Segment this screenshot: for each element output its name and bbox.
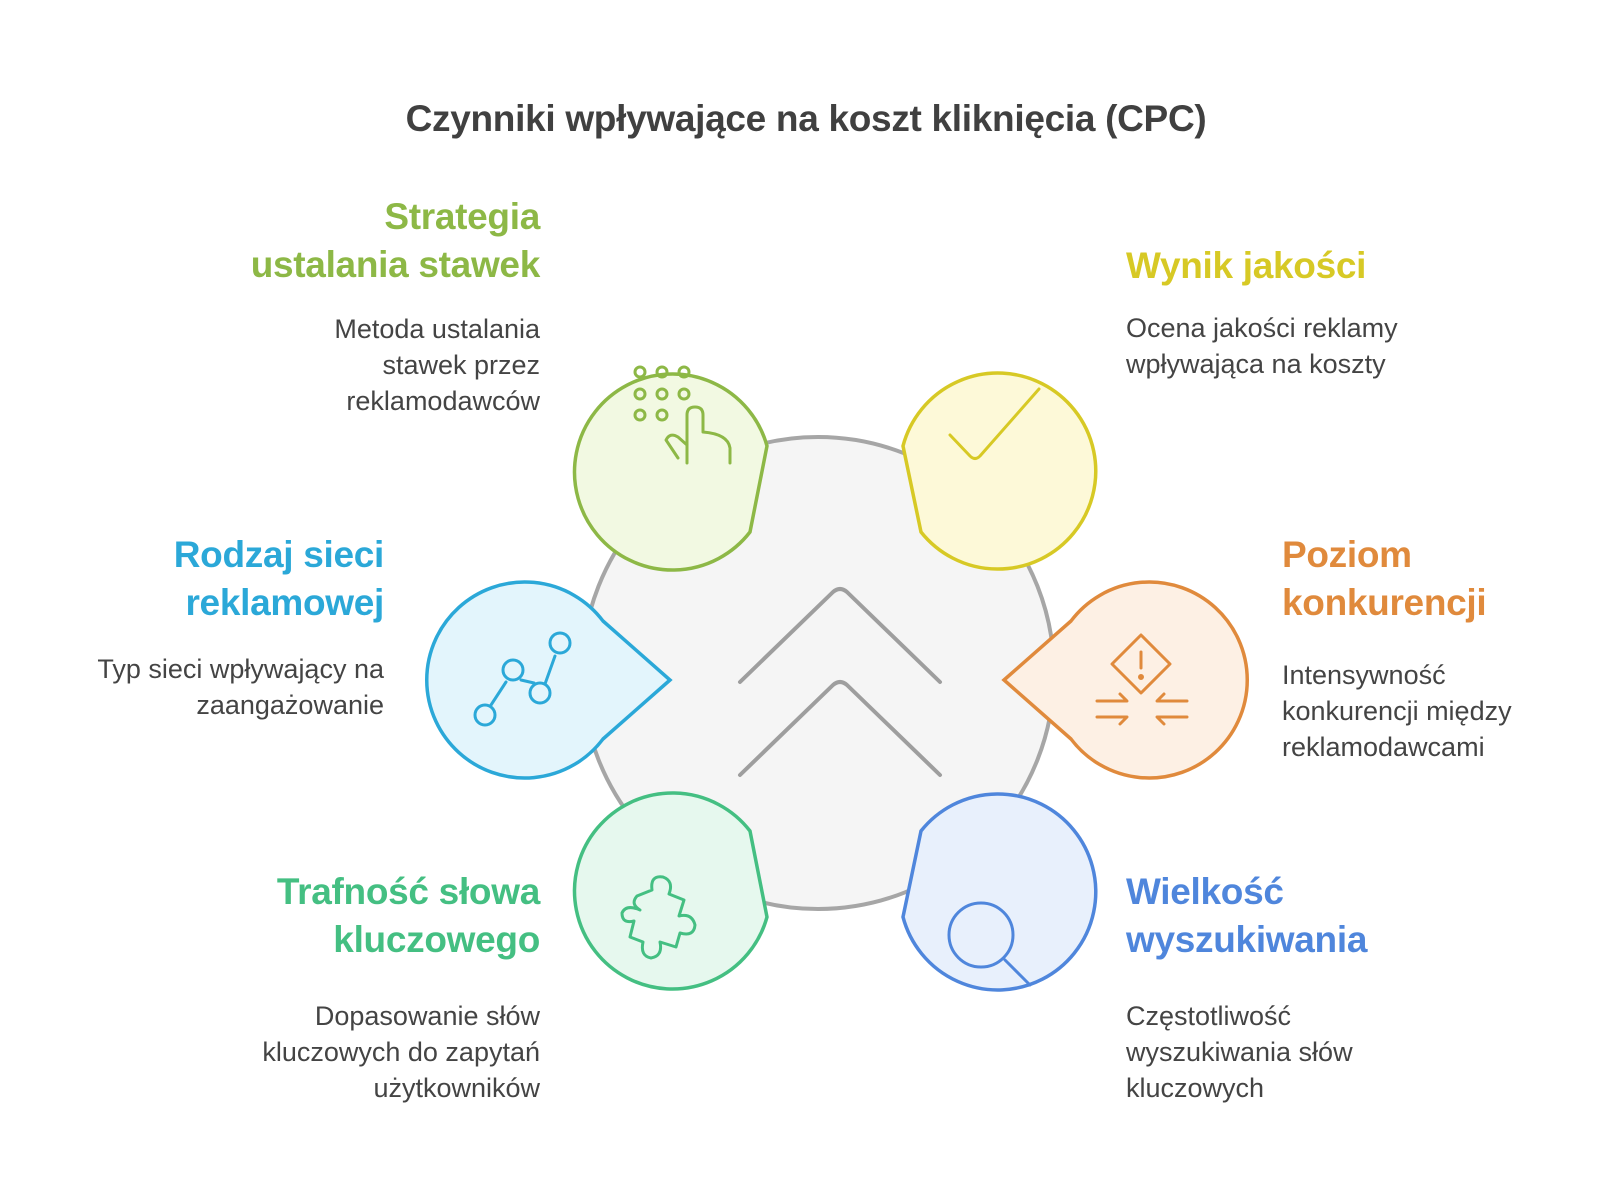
double-chevron-up-icon (738, 587, 942, 777)
factor-node-competition (1001, 580, 1249, 780)
description-line: kluczowych do zapytań (262, 1037, 540, 1067)
heading-line: Wynik jakości (1126, 245, 1367, 286)
drop-shape (901, 371, 1098, 571)
factor-heading: Trafność słowa kluczowego (70, 868, 540, 964)
warning-collision-icon (1095, 633, 1189, 726)
description-line: kluczowych (1126, 1073, 1265, 1103)
description-line: użytkowników (373, 1073, 540, 1103)
factor-text-bidding-strategy: Strategia ustalania stawek Metoda ustala… (70, 193, 541, 419)
heading-line: Poziom (1282, 534, 1412, 575)
factor-text-ad-network: Rodzaj sieci reklamowej Typ sieci wpływa… (0, 531, 384, 723)
factor-text-competition: Poziom konkurencji Intensywność konkuren… (1282, 531, 1602, 765)
description-line: wyszukiwania słów (1126, 1037, 1353, 1067)
heading-line: reklamowej (185, 582, 384, 623)
factor-description: Intensywność konkurencji między reklamod… (1282, 657, 1602, 765)
description-line: Metoda ustalania (334, 314, 540, 344)
line-graph-icon (473, 631, 572, 727)
heading-line: Trafność słowa (276, 871, 540, 912)
description-line: wpływająca na koszty (1126, 349, 1386, 379)
keypad-touch-icon (633, 365, 732, 465)
factor-description: Metoda ustalania stawek przez reklamodaw… (70, 311, 540, 419)
drop-shape (1001, 580, 1249, 780)
checkmark-icon (948, 387, 1041, 460)
description-line: stawek przez (382, 350, 540, 380)
description-line: reklamodawców (346, 386, 540, 416)
factor-description: Typ sieci wpływający na zaangażowanie (0, 651, 384, 723)
factor-text-keyword-relevance: Trafność słowa kluczowego Dopasowanie sł… (70, 868, 540, 1106)
factor-description: Częstotliwość wyszukiwania słów kluczowy… (1126, 998, 1596, 1106)
description-line: Typ sieci wpływający na (97, 654, 384, 684)
puzzle-piece-icon (620, 875, 697, 960)
factor-node-keyword-relevance (572, 791, 769, 991)
drop-shape (425, 580, 673, 780)
description-line: reklamodawcami (1282, 732, 1485, 762)
description-line: konkurencji między (1282, 696, 1512, 726)
heading-line: konkurencji (1282, 582, 1487, 623)
factor-node-search-volume (901, 792, 1098, 992)
heading-line: wyszukiwania (1126, 919, 1368, 960)
description-line: Intensywność (1282, 660, 1446, 690)
heading-line: ustalania stawek (250, 244, 541, 285)
description-line: Ocena jakości reklamy (1126, 313, 1398, 343)
factor-text-quality-score: Wynik jakości Ocena jakości reklamy wpły… (1126, 242, 1596, 382)
description-line: Dopasowanie słów (314, 1001, 540, 1031)
drop-shape (901, 792, 1098, 992)
factor-node-ad-network (425, 580, 673, 780)
factor-heading: Wielkość wyszukiwania (1126, 868, 1596, 964)
magnifier-icon (947, 901, 1032, 987)
heading-line: kluczowego (333, 919, 540, 960)
heading-line: Strategia (384, 196, 540, 237)
description-line: Częstotliwość (1126, 1001, 1292, 1031)
diagram-title: Czynniki wpływające na koszt kliknięcia … (405, 98, 1207, 139)
factor-node-bidding-strategy (572, 365, 769, 572)
description-line: zaangażowanie (196, 690, 384, 720)
factor-heading: Rodzaj sieci reklamowej (0, 531, 385, 627)
factor-node-quality-score (901, 371, 1098, 571)
heading-line: Rodzaj sieci (173, 534, 385, 575)
factor-heading: Wynik jakości (1126, 242, 1596, 290)
drop-shape (572, 372, 769, 572)
factor-description: Dopasowanie słów kluczowych do zapytań u… (70, 998, 540, 1106)
factor-heading: Poziom konkurencji (1282, 531, 1602, 627)
factor-text-search-volume: Wielkość wyszukiwania Częstotliwość wysz… (1126, 868, 1596, 1106)
factor-description: Ocena jakości reklamy wpływająca na kosz… (1126, 310, 1596, 382)
heading-line: Wielkość (1126, 871, 1284, 912)
factor-heading: Strategia ustalania stawek (70, 193, 541, 289)
